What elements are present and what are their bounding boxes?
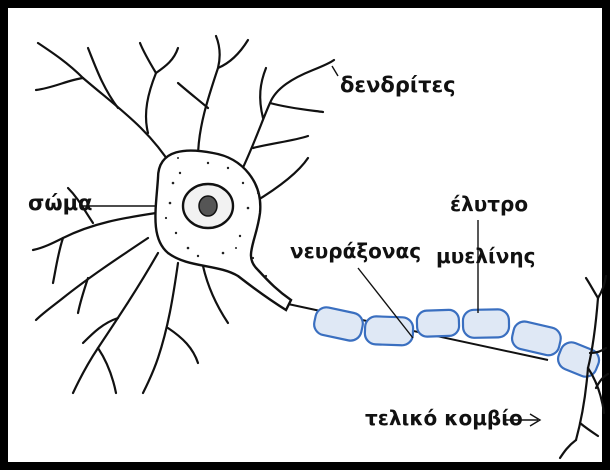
label-axon: νευράξονας <box>290 241 421 261</box>
myelin-sheath <box>312 305 602 380</box>
label-soma: σώμα <box>28 193 93 214</box>
label-myelin-line2: μυελίνης <box>436 246 536 266</box>
label-myelin-line1: έλυτρο <box>450 194 528 214</box>
label-terminal: τελικό κομβίο <box>365 408 523 428</box>
soma <box>155 151 291 310</box>
nucleolus <box>199 196 217 216</box>
label-dendrites: δενδρίτες <box>340 75 456 96</box>
